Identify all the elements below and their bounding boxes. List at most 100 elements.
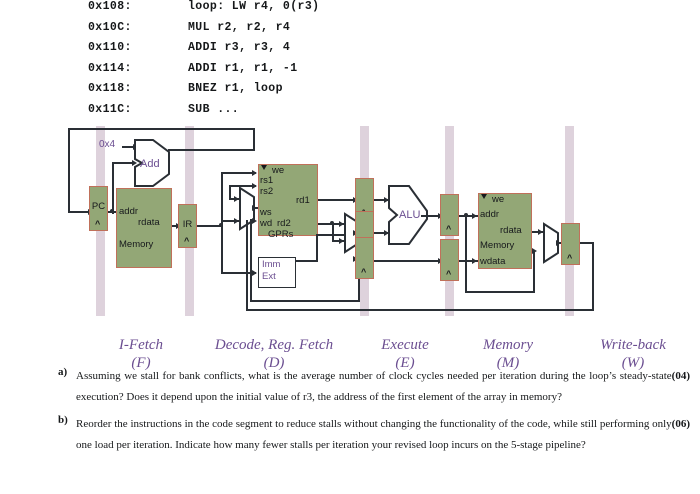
stage-abbr-writeback: (W) — [621, 355, 645, 371]
wbmux-input-a-arrow — [538, 228, 543, 235]
pc-register-label: PC — [91, 201, 106, 212]
opmux-input-b-arrow — [339, 220, 344, 227]
stage-abbr-decode: (D) — [263, 355, 285, 371]
dmem-bypass-arrow — [532, 247, 537, 254]
stage-abbr-fetch: (F) — [131, 355, 151, 371]
imm-ext-label-2: Ext — [262, 271, 276, 282]
regfile-rs2-label: rs2 — [260, 186, 274, 197]
imm-ext-label-1: Imm — [262, 259, 281, 270]
immext-out-wire — [296, 260, 318, 262]
alu-input-b-arrow — [384, 229, 389, 236]
question-item-b: b) (06) Reorder the instructions in the … — [0, 414, 700, 456]
pc-branch-dot — [110, 209, 114, 214]
ereg-b-to-alu-wire — [374, 232, 388, 234]
code-instruction: loop: LW r4, 0(r3) — [188, 0, 320, 13]
stage-caption-decode: Decode, Reg. Fetch (D) — [190, 336, 358, 372]
imm-ext-box — [258, 257, 296, 288]
regfile-we-arrow — [261, 165, 267, 170]
ir-to-rs2-wire — [229, 185, 256, 187]
ir-to-rs2-wire-v — [229, 185, 231, 199]
immext-out-wire-v — [316, 234, 318, 261]
memory-register-addr — [440, 194, 459, 236]
regfile-rd2-label: rd2 — [277, 218, 291, 229]
code-address: 0x108: — [88, 0, 132, 13]
code-address: 0x10C: — [88, 20, 132, 34]
writeback-mux-shape — [543, 222, 559, 264]
stage-name-decode: Decode, Reg. Fetch — [214, 337, 334, 353]
stage-name-execute: Execute — [381, 337, 429, 353]
register-file-block — [258, 164, 318, 236]
ir-fanout-wire-down — [221, 225, 223, 273]
regfile-name-label: GPRs — [268, 229, 294, 240]
dmem-we-arrow — [481, 194, 487, 199]
pc-increment-label: 0x4 — [99, 139, 116, 150]
wsmux-out-wire — [254, 207, 260, 209]
alu-out-wire — [421, 215, 446, 217]
ir-to-wsmux-wire-b — [221, 220, 239, 222]
stage-bar-writeback — [565, 126, 574, 316]
wsmux-input-a-arrow — [234, 195, 239, 202]
stage-name-writeback: Write-back — [600, 337, 666, 353]
stage-caption-memory: Memory (M) — [452, 336, 564, 372]
opmux-input-c-arrow — [339, 237, 344, 244]
store-data-riser — [358, 258, 360, 301]
stage-abbr-memory: (M) — [496, 355, 520, 371]
writeback-register — [561, 223, 580, 265]
dmem-bypass-riser — [533, 250, 535, 292]
question-marks-a: (04) — [671, 370, 690, 382]
code-row: 0x11C: SUB ... — [0, 103, 700, 124]
code-instruction: BNEZ r1, loop — [188, 82, 283, 95]
mreg-to-dmem-wdata-wire — [459, 260, 479, 262]
memory-register-addr-clock: ^ — [446, 224, 452, 234]
code-address: 0x110: — [88, 41, 132, 54]
question-item-a: a) (04) Assuming we stall for bank confl… — [0, 366, 700, 408]
regfile-wd-arrow — [252, 217, 257, 224]
wsmux-input-b-arrow — [234, 217, 239, 224]
execute-register-c — [355, 237, 374, 279]
dmem-addr-label: addr — [480, 209, 500, 220]
regfile-rd1-label: rd1 — [296, 195, 310, 206]
ir-to-rs1-wire — [221, 172, 256, 174]
adder-out-wire-h — [168, 149, 255, 151]
regfile-we-label: we — [272, 165, 285, 176]
code-row: 0x110: ADDI r3, r3, 4 — [0, 41, 700, 62]
assembly-code-listing: 0x108: loop: LW r4, 0(r3) 0x10C: MUL r2,… — [0, 0, 700, 123]
ir-clock-glyph: ^ — [184, 236, 190, 246]
regfile-wd-label: wd — [260, 218, 273, 229]
execute-register-c-clock: ^ — [361, 267, 367, 277]
code-instruction: ADDI r3, r3, 4 — [188, 41, 291, 54]
pipeline-datapath-diagram: 0x4 Add PC ^ addr rdata Memory IR ^ — [0, 126, 700, 316]
dmem-wdata-label: wdata — [480, 256, 506, 267]
regfile-rs1-label: rs1 — [260, 175, 274, 186]
alu-label: ALU — [399, 209, 421, 221]
code-address: 0x118: — [88, 82, 132, 95]
pc-to-adder-wire-h — [112, 162, 135, 164]
dmem-addr-arrow — [472, 212, 477, 219]
question-body-b: (06) Reorder the instructions in the cod… — [76, 414, 690, 456]
ir-to-immext-wire — [221, 272, 256, 274]
pc-clock-glyph: ^ — [95, 219, 101, 229]
code-instruction: SUB ... — [188, 102, 240, 116]
ir-out-wire — [197, 225, 223, 227]
data-memory-block — [478, 193, 532, 269]
ir-register — [178, 204, 197, 248]
mreg-to-dmem-addr-wire — [459, 215, 479, 217]
dmem-name-label: Memory — [480, 240, 515, 251]
question-text-b: Reorder the instructions in the code seg… — [76, 418, 672, 451]
pc-to-adder-wire-v — [112, 162, 114, 214]
question-marker-a: a) — [58, 366, 68, 378]
question-marks-b: (06) — [671, 418, 690, 430]
stage-name-memory: Memory — [483, 337, 533, 353]
rd2-down-wire — [332, 223, 334, 241]
ereg-c-to-mreg-wire — [374, 260, 442, 262]
code-row: 0x108: loop: LW r4, 0(r3) — [0, 0, 700, 21]
dmem-rdata-label: rdata — [500, 225, 522, 236]
const-to-adder-wire — [122, 146, 136, 148]
ir-fanout-wire-up — [221, 172, 223, 226]
immext-in-arrow — [252, 269, 257, 276]
ir-register-label: IR — [182, 219, 193, 230]
pc-loop-wire-top — [68, 128, 255, 130]
writeback-register-clock: ^ — [567, 253, 573, 263]
pc-to-adder-arrow — [132, 159, 137, 166]
